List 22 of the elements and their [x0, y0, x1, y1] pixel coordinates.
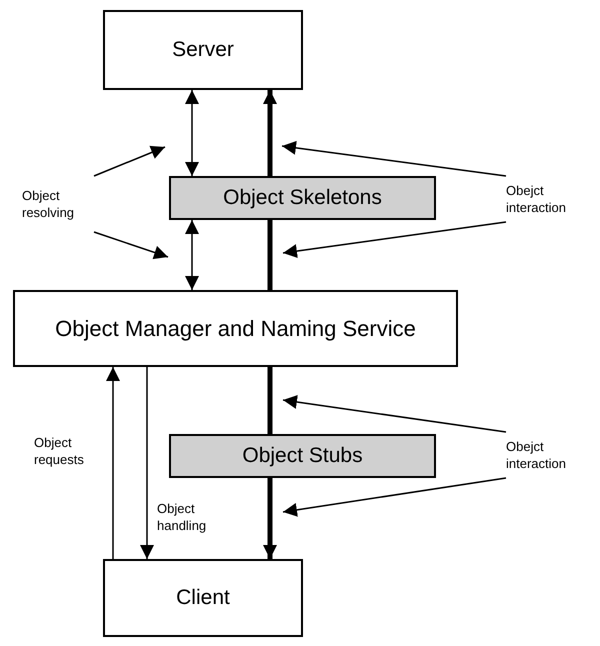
arrow — [106, 367, 120, 559]
process-box: Server — [103, 10, 303, 90]
layer-box: Object Skeletons — [169, 176, 436, 220]
arrow — [263, 478, 277, 559]
edge-label: Object handling — [157, 500, 208, 535]
arrow — [140, 367, 154, 559]
arrow — [263, 90, 277, 176]
annotation-text: Object resolving — [22, 174, 94, 234]
annotation-text: Obejct interaction — [506, 174, 600, 224]
arrow — [185, 220, 199, 290]
layer-box: Object Stubs — [169, 434, 436, 478]
leader-arrow — [94, 231, 168, 260]
leader-arrow — [282, 477, 506, 517]
annotation-text: Obejct interaction — [506, 430, 600, 480]
leader-arrow — [282, 395, 506, 433]
process-box: Client — [103, 559, 303, 637]
leader-arrow — [94, 146, 166, 177]
edge-label: Object requests — [34, 434, 85, 469]
arrow — [185, 90, 199, 176]
leader-arrow — [282, 140, 506, 177]
leader-arrow — [282, 221, 506, 258]
process-box: Object Manager and Naming Service — [13, 290, 458, 367]
